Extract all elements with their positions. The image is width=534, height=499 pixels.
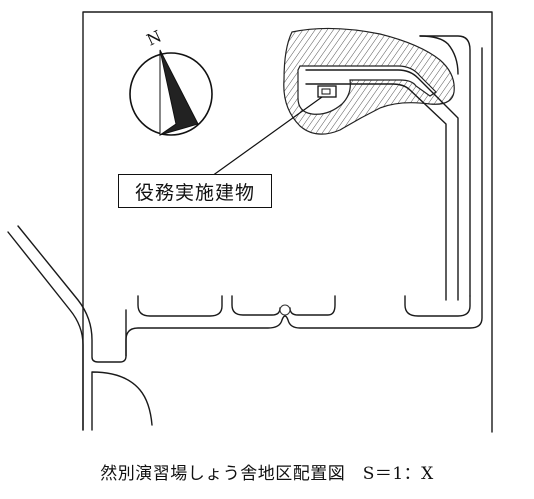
road-segment-3 — [404, 295, 471, 317]
facility-label: 役務実施建物 — [134, 181, 255, 204]
road-strip-lower — [125, 47, 483, 357]
road-turn-circle — [279, 304, 291, 316]
north-label: N — [144, 26, 165, 49]
approach-road-outer — [7, 231, 84, 431]
target-building — [317, 85, 337, 98]
building-yard — [297, 65, 437, 115]
facility-callout: 役務実施建物 — [118, 174, 272, 208]
approach-road-inner — [17, 225, 127, 363]
callout-leader — [211, 96, 323, 177]
road-branch-lower — [91, 371, 153, 431]
road-right-outer — [419, 35, 471, 297]
road-segment-2 — [231, 295, 336, 316]
north-arrow: N — [129, 26, 213, 136]
map-caption: 然別演習場しょう舎地区配置図 S＝1：X — [100, 464, 434, 484]
road-loop-top — [419, 35, 459, 75]
road-segment-1 — [137, 295, 223, 317]
access-road — [305, 69, 459, 301]
north-arrow-light-half — [159, 49, 177, 136]
target-building-inner — [321, 88, 331, 95]
access-road-inner — [305, 83, 447, 301]
